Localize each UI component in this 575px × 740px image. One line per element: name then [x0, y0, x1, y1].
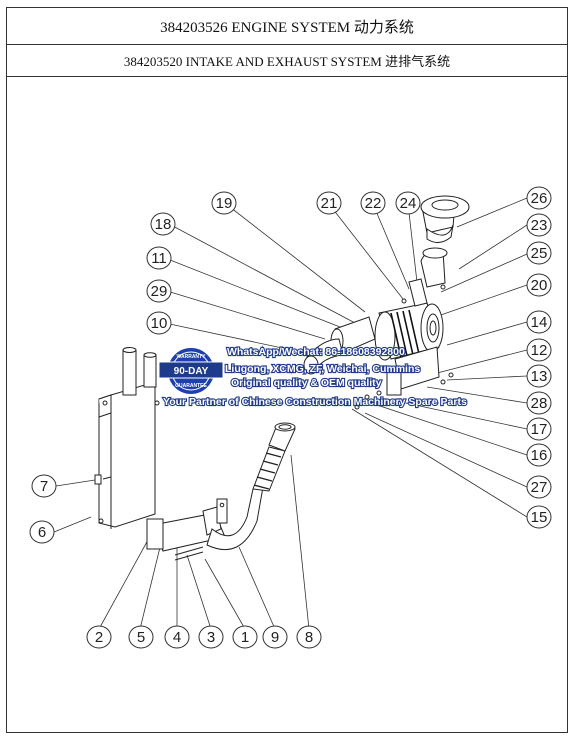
muffler: [94, 347, 160, 529]
callout-1: 1: [232, 625, 258, 649]
callout-3: 3: [198, 625, 224, 649]
filter-ribs: [390, 309, 420, 358]
callout-label: 7: [40, 478, 48, 495]
callout-label: 5: [137, 629, 145, 646]
warranty-badge: 90-DAY WARRANTY GUARANTEE: [158, 346, 224, 396]
callout-8: 8: [296, 625, 322, 649]
callout-26: 26: [526, 186, 552, 210]
exploded-view-diagram: 90-DAY WARRANTY GUARANTEE WhatsApp/Wecha…: [29, 186, 552, 649]
callout-4: 4: [164, 625, 190, 649]
callout-13: 13: [526, 364, 552, 388]
callout-label: 19: [216, 195, 233, 212]
callout-20: 20: [526, 273, 552, 297]
callout-label: 14: [531, 314, 548, 331]
watermark-line-1: WhatsApp/Wechat: 86-18608392800: [227, 346, 405, 358]
callout-label: 20: [531, 277, 548, 294]
callout-label: 27: [531, 479, 548, 496]
callout-10: 10: [146, 311, 172, 335]
callout-24: 24: [395, 191, 421, 215]
callout-15: 15: [526, 505, 552, 529]
callout-label: 18: [155, 216, 172, 233]
callout-label: 6: [38, 524, 46, 541]
watermark-line-3: Original quality & OEM quality: [231, 377, 382, 389]
callout-22: 22: [360, 191, 386, 215]
callout-23: 23: [526, 213, 552, 237]
callout-label: 8: [305, 629, 313, 646]
callout-label: 21: [321, 195, 338, 212]
leader-lines: [53, 197, 528, 630]
callout-14: 14: [526, 310, 552, 334]
callout-label: 2: [95, 629, 103, 646]
callout-19: 19: [211, 191, 237, 215]
callout-21: 21: [316, 191, 342, 215]
callout-28: 28: [526, 391, 552, 415]
callout-label: 4: [173, 629, 181, 646]
drawing-frame: 384203526 ENGINE SYSTEM 动力系统 384203520 I…: [6, 7, 568, 733]
badge-top: WARRANTY: [177, 354, 207, 360]
callout-25: 25: [526, 241, 552, 265]
watermark-line-4: Your Partner of Chinese Construction Mac…: [163, 396, 467, 408]
callout-label: 10: [151, 315, 168, 332]
callout-label: 1: [241, 629, 249, 646]
watermark-line-2: Liugong, XCMG, ZF, Weichai, Cummins: [225, 363, 420, 375]
callout-label: 11: [151, 250, 167, 267]
callout-2: 2: [86, 625, 112, 649]
callout-label: 28: [531, 395, 548, 412]
callout-label: 26: [531, 190, 548, 207]
callout-27: 27: [526, 475, 552, 499]
callout-11: 11: [146, 246, 172, 270]
badge-bottom: GUARANTEE: [175, 383, 207, 389]
callout-label: 15: [531, 509, 548, 526]
page-title: 384203526 ENGINE SYSTEM 动力系统: [7, 8, 567, 45]
callout-6: 6: [29, 520, 55, 544]
callout-label: 16: [531, 447, 548, 464]
callout-7: 7: [31, 474, 57, 498]
page-subtitle: 384203520 INTAKE AND EXHAUST SYSTEM 进排气系…: [7, 44, 567, 77]
callout-label: 12: [531, 342, 548, 359]
callout-label: 17: [531, 421, 548, 438]
watermark: 90-DAY WARRANTY GUARANTEE WhatsApp/Wecha…: [158, 345, 468, 409]
callout-label: 13: [531, 368, 548, 385]
air-filter-assembly: [303, 195, 470, 410]
callout-5: 5: [128, 625, 154, 649]
callout-label: 29: [151, 283, 168, 300]
callout-17: 17: [526, 417, 552, 441]
callout-label: 24: [400, 195, 417, 212]
callout-label: 22: [365, 195, 382, 212]
badge-main: 90-DAY: [174, 366, 209, 377]
callout-16: 16: [526, 443, 552, 467]
callout-label: 23: [531, 217, 548, 234]
exhaust-pipe: [146, 422, 296, 561]
callout-label: 3: [207, 629, 215, 646]
callout-9: 9: [262, 625, 288, 649]
callout-label: 9: [271, 629, 279, 646]
callout-29: 29: [146, 279, 172, 303]
callout-18: 18: [150, 212, 176, 236]
callout-label: 25: [531, 245, 548, 262]
callout-12: 12: [526, 338, 552, 362]
